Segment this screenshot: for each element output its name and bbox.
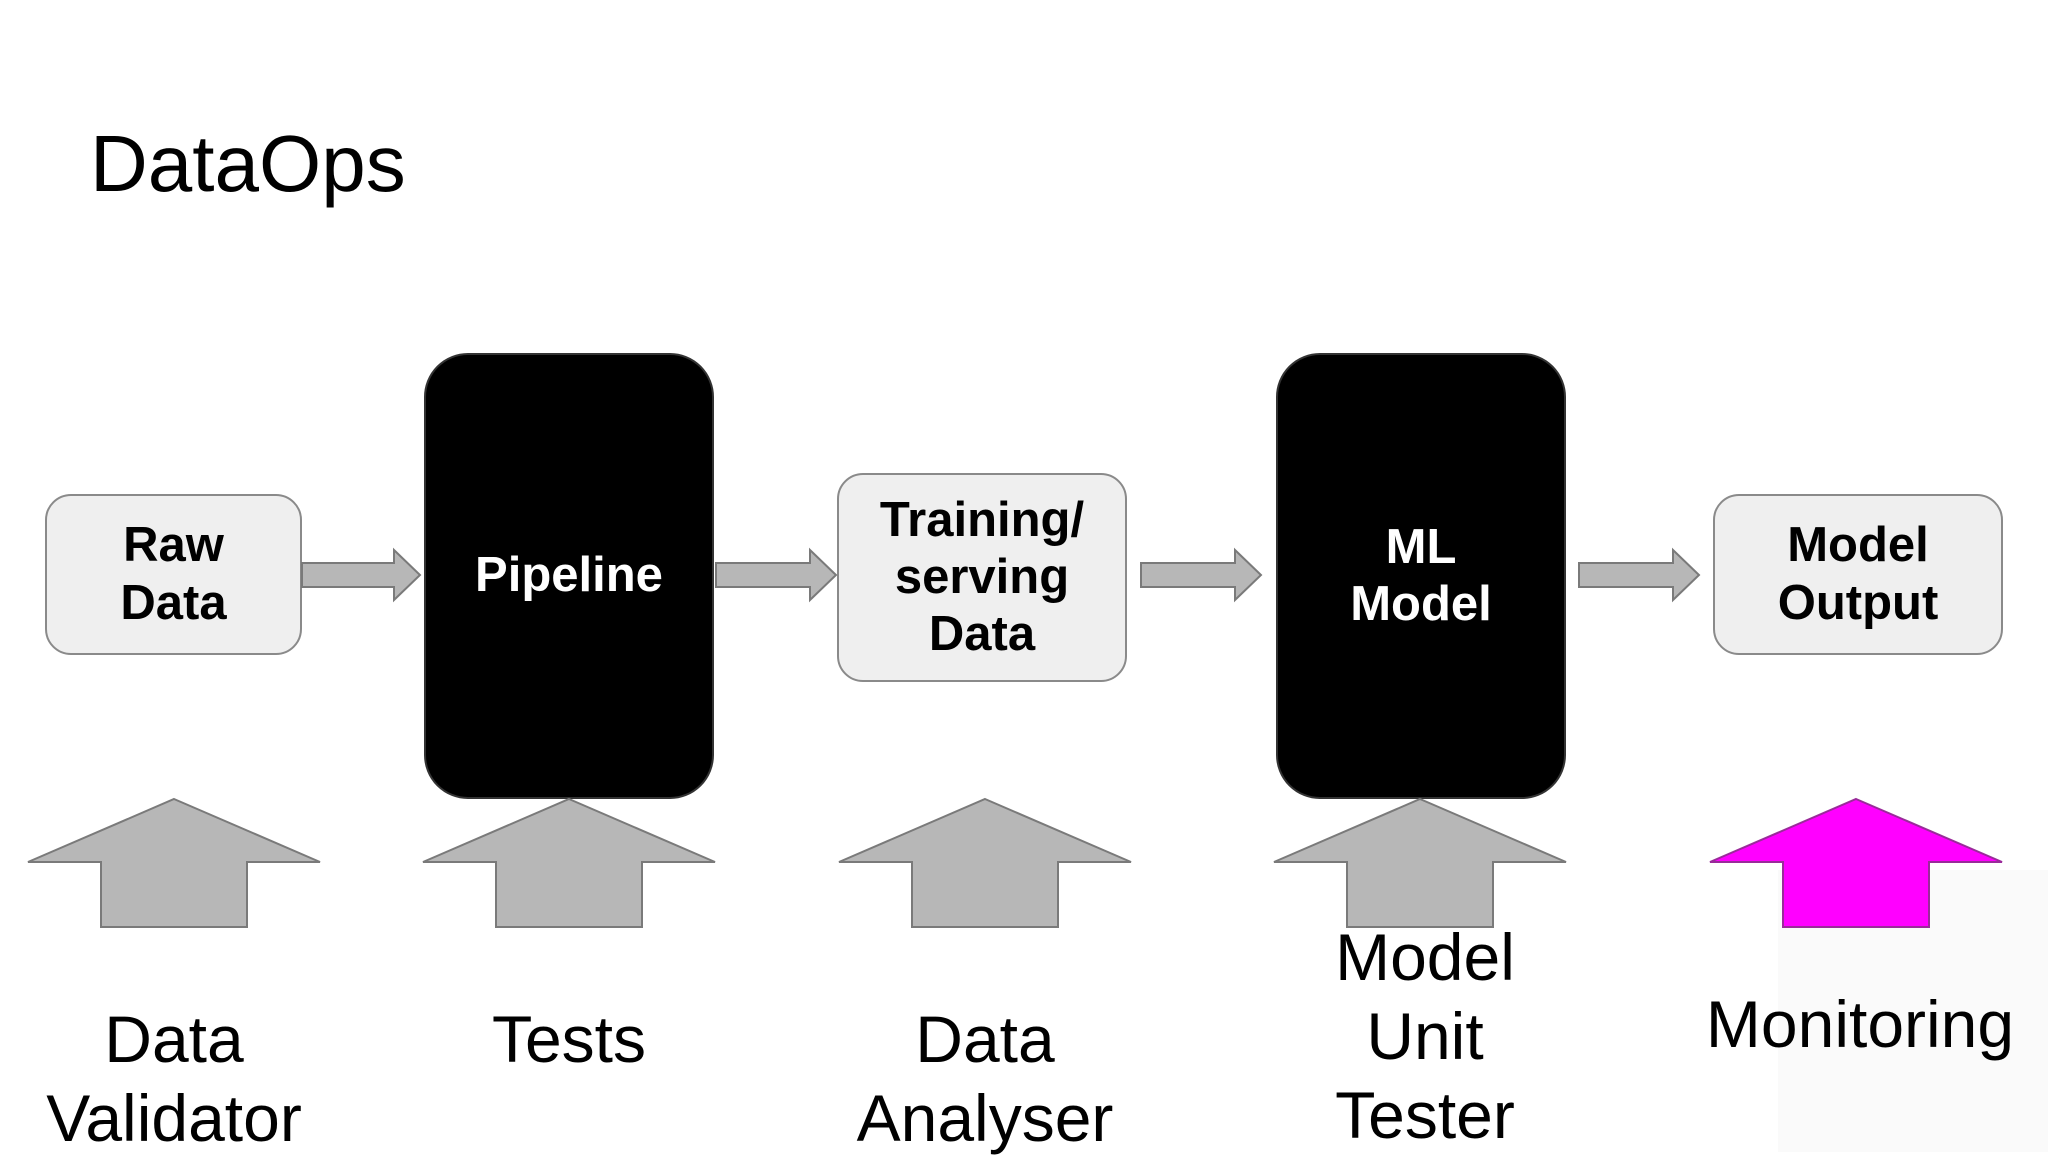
pipeline-box: Pipeline <box>424 353 714 799</box>
up-arrow-data-analyser <box>838 797 1132 928</box>
training-data-label-line1: Training/ <box>879 492 1085 547</box>
ml-model-box: ML Model <box>1276 353 1566 799</box>
tool-label-tests: Tests <box>491 1002 647 1076</box>
tool-label-monitoring: Monitoring <box>1705 987 2015 1061</box>
ml-model-label-line2: Model <box>1350 577 1492 631</box>
up-arrow-shape-3 <box>838 797 1132 928</box>
model-output-label-line1: Model <box>1787 518 1929 573</box>
raw-data-label-line1: Raw <box>123 518 224 573</box>
up-arrow-data-validator <box>27 797 321 928</box>
model-output-box: Model Output <box>1713 494 2003 655</box>
flow-arrow-2 <box>715 547 838 603</box>
flow-arrow-4 <box>1578 547 1701 603</box>
tool-label-model-unit-tester: Model Unit Tester <box>1335 920 1515 1153</box>
pipeline-label: Pipeline <box>475 548 663 603</box>
up-arrow-model-unit-tester <box>1273 797 1567 928</box>
raw-data-box: Raw Data <box>45 494 302 655</box>
up-arrow-shape-2 <box>422 797 716 928</box>
page-title: DataOps <box>90 119 406 208</box>
training-serving-data-box: Training/ serving Data <box>837 473 1127 682</box>
tool-label-data-validator: Data Validator <box>46 1002 302 1156</box>
raw-data-label-line2: Data <box>120 575 227 630</box>
up-arrow-shape-5 <box>1709 797 2003 928</box>
up-arrow-shape-4 <box>1273 797 1567 928</box>
flow-arrow-3 <box>1140 547 1263 603</box>
ml-model-label-line1: ML <box>1385 519 1457 574</box>
training-data-label-line2: serving <box>894 549 1070 604</box>
model-output-label-line2: Output <box>1777 575 1939 630</box>
training-data-label-line3: Data <box>928 607 1036 662</box>
up-arrow-monitoring <box>1709 797 2003 928</box>
flow-arrow-1 <box>301 547 422 603</box>
up-arrow-shape-1 <box>27 797 321 928</box>
up-arrow-tests <box>422 797 716 928</box>
tool-label-data-analyser: Data Analyser <box>856 1002 1114 1156</box>
